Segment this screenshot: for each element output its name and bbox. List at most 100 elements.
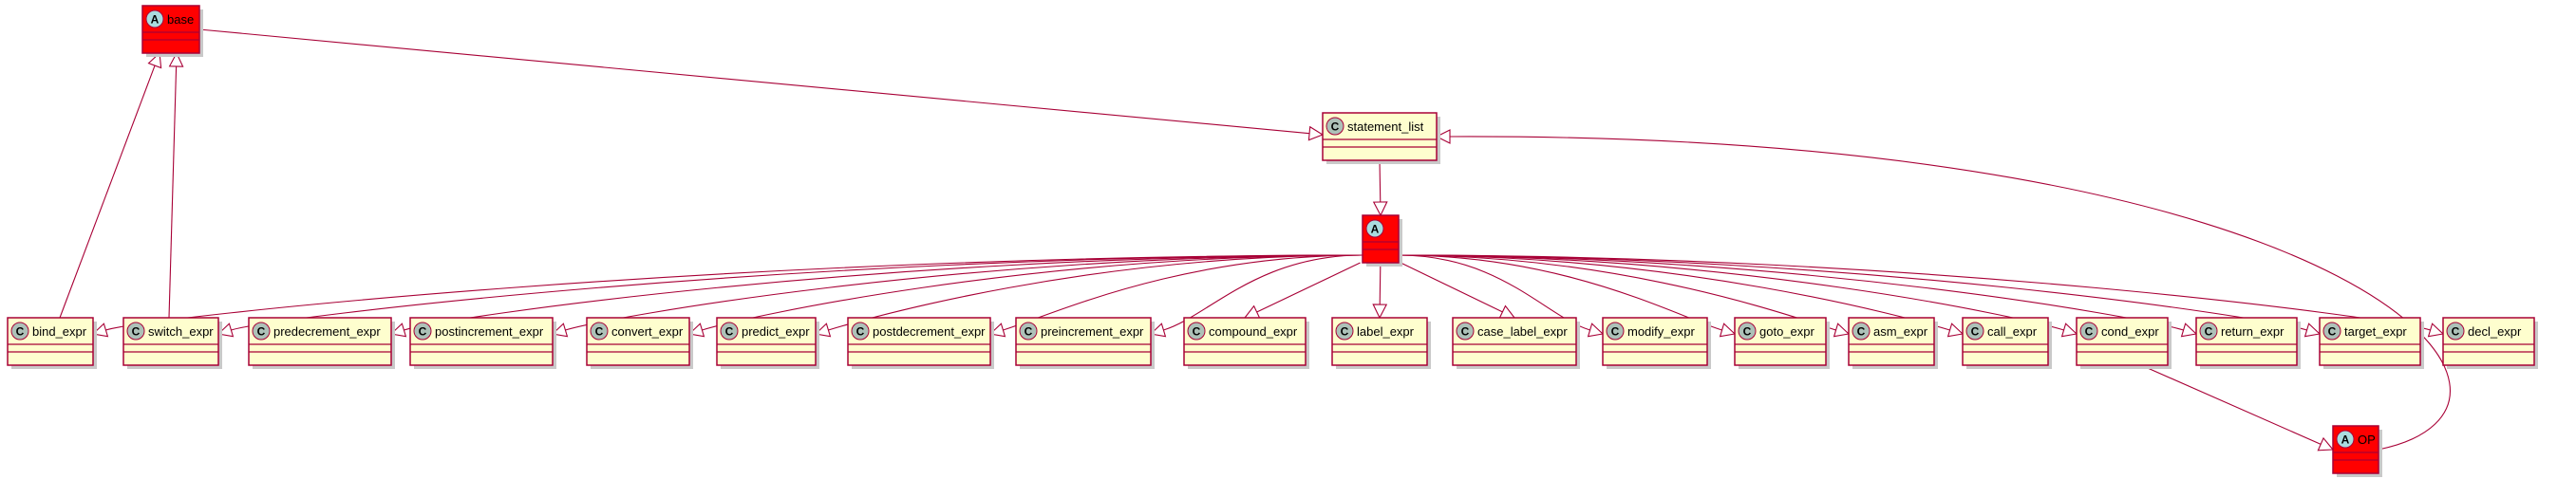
class-name: compound_expr [1209,324,1298,339]
class-name: asm_expr [1873,324,1928,339]
edge-line [1400,262,1503,313]
edge-line [2140,364,2322,445]
class-name: goto_expr [1759,324,1814,339]
stereotype-letter: C [132,325,141,339]
class-op[interactable]: A OP [2332,425,2382,477]
edge-cond-expr-to-op [2140,364,2335,451]
edge-line [168,65,178,319]
stereotype-letter: C [2085,325,2094,339]
class-name: base [167,12,194,27]
class-expr[interactable]: A [1362,214,1402,267]
stereotype-letter: C [1971,325,1980,339]
edge-line [198,28,1310,135]
stereotype-letter: C [1331,120,1340,134]
stereotype-letter: A [151,13,160,27]
abstract-class-icon [2336,430,2355,449]
class-box [847,317,991,366]
stereotype-letter: C [1461,325,1470,339]
generalization-arrowhead [1946,322,1965,338]
stereotype-letter: C [2452,325,2460,339]
edge-expr-to-label-expr [1372,262,1388,320]
class-icon [851,322,870,341]
class-icon [1852,322,1871,341]
edge-line [1163,254,1363,331]
class-icon [1326,117,1344,136]
class-name: postdecrement_expr [873,324,986,339]
class-name: target_expr [2344,324,2407,339]
generalization-arrowhead [1833,322,1851,338]
class-icon [10,322,29,341]
stereotype-letter: C [1857,325,1866,339]
class-box [409,317,554,366]
stereotype-letter: C [1611,325,1620,339]
class-name: call_expr [1987,324,2038,339]
stereotype-letter: C [595,325,604,339]
stereotype-letter: C [1341,325,1349,339]
stereotype-letter: C [2328,325,2337,339]
generalization-arrowhead [2427,322,2445,338]
generalization-arrowhead [2060,322,2078,338]
edge-line [59,64,156,319]
generalization-arrowhead [1372,304,1388,320]
class-icon [1965,322,1984,341]
class-icon [252,322,271,341]
abstract-class-icon [145,9,164,28]
class-icon [1335,322,1354,341]
edge-line [1449,136,2451,451]
class-name: postincrement_expr [435,324,544,339]
stereotype-letter: C [257,325,266,339]
edge-expr-to-compound-expr [1243,262,1361,319]
stereotype-letter: C [2205,325,2213,339]
class-icon [2446,322,2465,341]
edge-line [1379,262,1382,305]
generalization-arrowhead [1372,201,1388,217]
generalization-arrowhead [1587,322,1605,338]
class-name: convert_expr [611,324,684,339]
class-icon [1456,322,1475,341]
edge-line [1379,159,1382,203]
class-box [1452,317,1577,366]
edge-switch-expr-to-base [168,51,184,319]
class-icon [2199,322,2218,341]
class-icon [720,322,739,341]
stereotype-letter: C [725,325,734,339]
stereotype-letter: C [1025,325,1033,339]
stereotype-letter: A [2341,433,2350,447]
class-icon [2322,322,2341,341]
stereotype-letter: C [419,325,427,339]
class-name: OP [2358,433,2376,447]
class-name: preincrement_expr [1041,324,1144,339]
generalization-arrowhead [1307,125,1325,141]
class-icon [126,322,145,341]
abstract-class-icon [1365,219,1384,238]
class-icon [1738,322,1757,341]
stereotype-letter: C [1743,325,1752,339]
class-name: label_expr [1357,324,1415,339]
generalization-arrowhead [2180,322,2198,338]
stereotype-letter: A [1371,223,1380,236]
class-icon [590,322,609,341]
